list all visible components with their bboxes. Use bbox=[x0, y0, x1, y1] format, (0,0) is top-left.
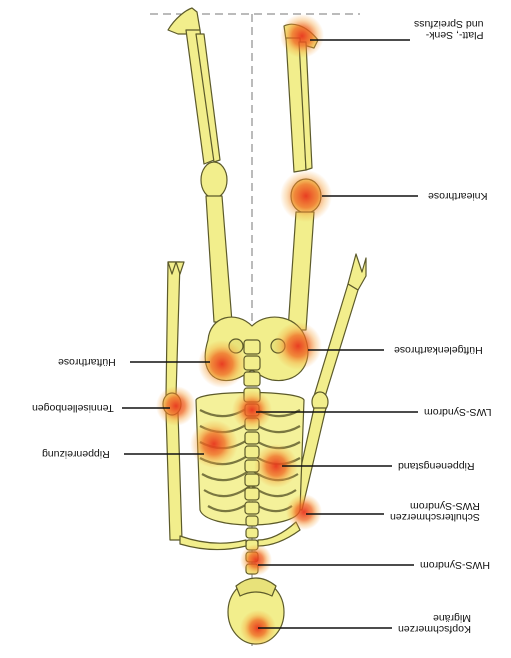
label-kniearthrose: Kniearthrose bbox=[428, 190, 488, 201]
label-huftgelenkarthrose: Hüftgelenkarthrose bbox=[394, 344, 483, 355]
label-schulterschmerzen-rws: Schulterschmerzen RWS-Syndrom bbox=[390, 500, 480, 522]
pain-spot-shoulder bbox=[286, 494, 322, 530]
label-tennisellenbogen: Tennisellenbogen bbox=[32, 402, 114, 413]
pain-spot-elbow bbox=[156, 386, 196, 426]
label-lws-syndrom: LWS-Syndrom bbox=[424, 406, 492, 417]
left-knee bbox=[201, 162, 227, 198]
label-huftarthrose: Hüftarthrose bbox=[58, 356, 116, 367]
left-upper-arm bbox=[166, 412, 182, 540]
right-hand bbox=[348, 254, 366, 290]
pain-spot-right-hip bbox=[274, 322, 322, 370]
pain-spot-neck bbox=[240, 544, 272, 576]
label-rippenreizung: Rippenreizung bbox=[42, 448, 110, 459]
left-femur bbox=[206, 196, 232, 322]
label-rippenengstand: Rippenengstand bbox=[398, 460, 474, 471]
pain-spot-foot bbox=[280, 14, 324, 58]
label-platt-senk-spreizfuss: Platt-, Senk- und Spreizfuss bbox=[414, 18, 483, 40]
pain-spot-ribs-left bbox=[190, 420, 238, 468]
label-kopfschmerzen-migraene: Kopfschmerzen Migräne bbox=[398, 612, 471, 634]
left-forearm bbox=[166, 262, 180, 396]
left-clavicle bbox=[180, 536, 246, 550]
pain-spot-lws bbox=[232, 390, 272, 430]
pain-spot-left-hip bbox=[198, 340, 246, 388]
right-femur bbox=[288, 212, 314, 330]
label-hws-syndrom: HWS-Syndrom bbox=[420, 559, 490, 570]
